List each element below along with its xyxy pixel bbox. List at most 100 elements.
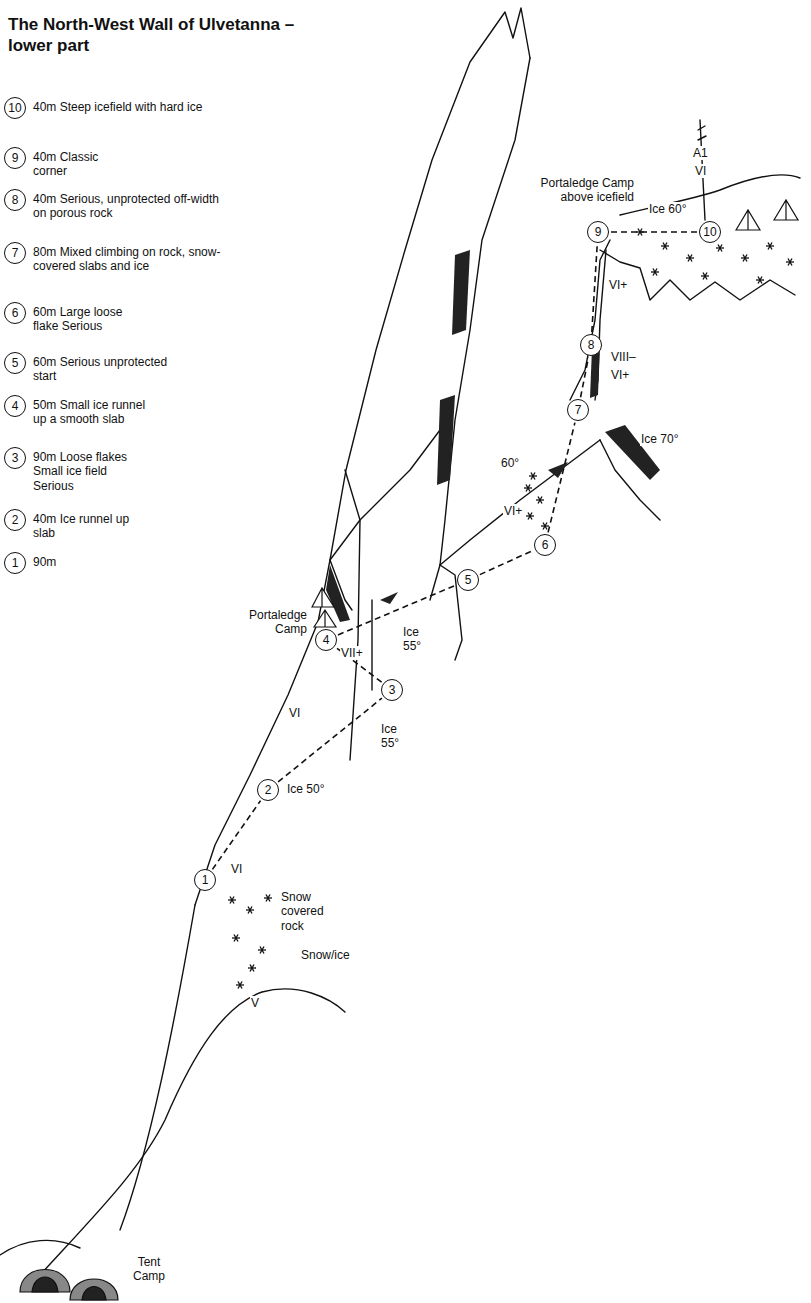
snow-mark — [526, 485, 530, 492]
pitch-description: 40m Serious, unprotected off-width on po… — [32, 192, 227, 221]
route-pitch-line — [592, 245, 597, 332]
route-label: A1 — [692, 146, 709, 160]
belay-callout: 7 — [567, 399, 589, 421]
belay-callout: 9 — [587, 221, 609, 243]
callout-number: 2 — [12, 514, 19, 526]
portaledge-tent — [312, 588, 334, 607]
dome-tent — [20, 1270, 70, 1293]
approach-line — [120, 905, 195, 1230]
pitch-description: 60m Serious unprotected start — [32, 355, 182, 384]
callout-number: 7 — [12, 247, 19, 259]
route-label: VI — [230, 862, 243, 876]
callout-number: 4 — [323, 634, 330, 646]
snow-mark — [543, 523, 547, 530]
route-label: VI — [694, 164, 707, 178]
callout-number: 3 — [12, 452, 19, 464]
route-label: 60° — [500, 456, 520, 470]
route-pitch-line — [480, 550, 533, 574]
pitch-description: 40m Steep icefield with hard ice — [32, 100, 217, 114]
snow-mark — [703, 273, 707, 280]
route-label: Ice 55° — [402, 625, 438, 654]
ice-line — [371, 600, 372, 690]
ridge-line — [40, 989, 345, 1275]
snow-mark — [250, 965, 254, 972]
snow-mark — [703, 273, 707, 280]
snow-mark — [248, 907, 252, 914]
shadow-strip — [437, 395, 455, 485]
route-label: VI+ — [503, 504, 523, 518]
belay-callout: 6 — [534, 534, 556, 556]
callout-number: 7 — [575, 404, 582, 416]
belay-callout: 3 — [381, 679, 403, 701]
snow-mark — [230, 897, 234, 904]
legend-callout: 1 — [4, 552, 26, 574]
legend-callout: 5 — [4, 352, 26, 374]
portaledge-tent — [774, 200, 798, 220]
route-label: Portaledge Camp above icefield — [520, 176, 635, 205]
route-label: VI+ — [608, 278, 628, 292]
route-label: VII+ — [340, 646, 364, 660]
shadow-strip — [380, 592, 398, 604]
callout-number: 4 — [12, 400, 19, 412]
icefield-upper-edge — [620, 175, 800, 215]
snow-mark — [768, 243, 772, 250]
snow-mark — [266, 895, 270, 902]
callout-number: 5 — [12, 357, 19, 369]
snow-mark — [250, 965, 254, 972]
snow-mark — [238, 982, 242, 989]
snow-mark — [653, 269, 657, 276]
camp-label: Tent Camp — [124, 1255, 174, 1284]
route-pitch-line — [212, 801, 260, 870]
route-label: Snow covered rock — [280, 890, 336, 933]
route-pitch-line — [278, 698, 382, 782]
legend-callout: 8 — [4, 189, 26, 211]
route-label: Ice 50° — [286, 782, 326, 796]
callout-number: 1 — [202, 874, 209, 886]
snow-mark — [663, 243, 667, 250]
callout-number: 9 — [595, 226, 602, 238]
snow-mark — [653, 269, 657, 276]
snow-mark — [266, 895, 270, 902]
snow-mark — [788, 259, 792, 266]
snow-mark — [743, 255, 747, 262]
snow-mark — [788, 259, 792, 266]
pitch-description: 50m Small ice runnel up a smooth slab — [32, 398, 162, 427]
pitch-description: 40m Ice runnel up slab — [32, 512, 152, 541]
rock-line — [330, 430, 440, 560]
callout-number: 10 — [8, 102, 21, 114]
belay-callout: 1 — [194, 869, 216, 891]
snow-mark — [543, 523, 547, 530]
snow-mark — [718, 245, 722, 252]
route-label: Portaledge Camp — [228, 608, 308, 637]
snow-mark — [768, 243, 772, 250]
snow-mark — [248, 907, 252, 914]
pitch-description: 80m Mixed climbing on rock, snow-covered… — [32, 245, 237, 274]
legend-callout: 2 — [4, 509, 26, 531]
callout-number: 2 — [265, 784, 272, 796]
dome-tent — [70, 1279, 118, 1300]
snow-mark — [260, 947, 264, 954]
pitch-description: 90m Loose flakes Small ice field Serious — [32, 450, 142, 493]
route-label: Ice 70° — [640, 432, 680, 446]
dome-tent-door — [32, 1277, 58, 1292]
snow-mark — [528, 513, 532, 520]
callout-number: 3 — [389, 684, 396, 696]
pitch-description: 60m Large loose flake Serious — [32, 305, 142, 334]
snow-mark — [528, 513, 532, 520]
snow-mark — [531, 473, 535, 480]
icefield-lower-edge — [600, 250, 795, 300]
pitch-description: 90m — [32, 555, 57, 569]
snow-mark — [663, 243, 667, 250]
route-label: Ice 55° — [380, 722, 416, 751]
callout-number: 1 — [12, 557, 19, 569]
snow-mark — [538, 497, 542, 504]
callout-number: 6 — [12, 307, 19, 319]
shadow-strip — [326, 565, 350, 622]
callout-number: 9 — [12, 152, 19, 164]
snow-mark — [743, 255, 747, 262]
route-label: Ice 60° — [648, 202, 688, 216]
pitch-description: 40m Classic corner — [32, 150, 112, 179]
snow-mark — [758, 277, 762, 284]
snow-mark — [234, 935, 238, 942]
snow-mark — [758, 277, 762, 284]
